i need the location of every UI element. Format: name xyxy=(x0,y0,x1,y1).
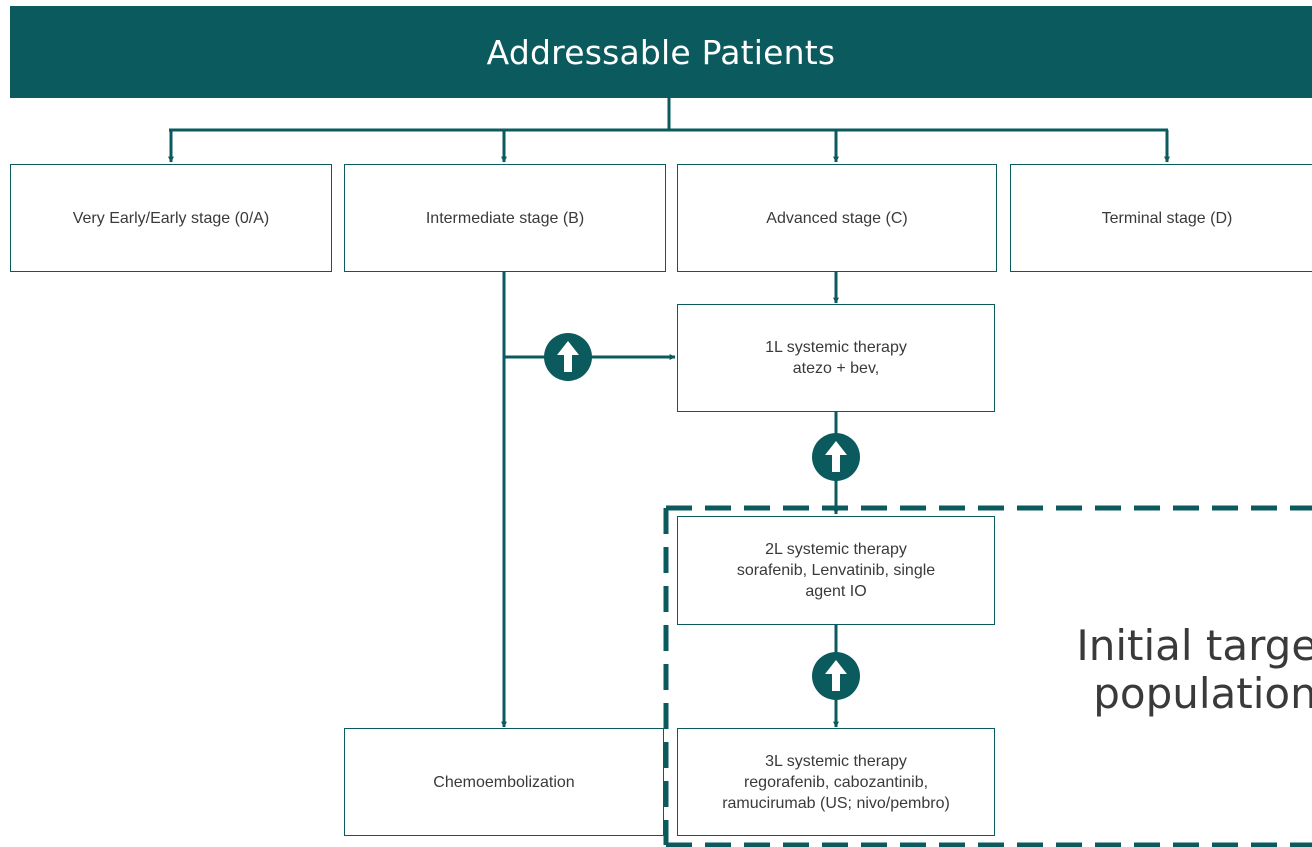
header-title: Addressable Patients xyxy=(486,32,836,72)
therapy-line-title: 3L systemic therapy xyxy=(765,752,907,770)
target-region-outline xyxy=(663,505,1312,847)
therapy-line-drugs: atezo + bev, xyxy=(792,360,880,377)
stage-label: Terminal stage (D) xyxy=(1101,209,1233,227)
chemo-label: Chemoembolization xyxy=(433,773,575,791)
stage-advanced-box: Advanced stage (C) xyxy=(677,164,997,272)
stage-label: Advanced stage (C) xyxy=(766,209,908,227)
target-line-1: Initial target xyxy=(1076,621,1312,670)
stage-very-early-box: Very Early/Early stage (0/A) xyxy=(10,164,332,272)
therapy-3l-box: 3L systemic therapy regorafenib, cabozan… xyxy=(677,728,995,836)
stage-label: Intermediate stage (B) xyxy=(425,209,585,227)
stage-label: Very Early/Early stage (0/A) xyxy=(72,209,270,227)
stage-intermediate-box: Intermediate stage (B) xyxy=(344,164,666,272)
therapy-line-drugs-cont: ramucirumab (US; nivo/pembro) xyxy=(722,794,950,812)
therapy-line-drugs: sorafenib, Lenvatinib, single xyxy=(736,562,936,579)
up-arrow-icon xyxy=(544,333,592,381)
chemoembolization-box: Chemoembolization xyxy=(344,728,664,836)
initial-target-label: Initial target population xyxy=(1040,622,1312,718)
stage-terminal-box: Terminal stage (D) xyxy=(1010,164,1312,272)
therapy-line-drugs-cont: agent IO xyxy=(805,583,867,600)
up-arrow-icon xyxy=(812,652,860,700)
therapy-line-title: 2L systemic therapy xyxy=(765,541,907,558)
header-banner: Addressable Patients xyxy=(10,6,1312,98)
therapy-1l-box: 1L systemic therapy atezo + bev, xyxy=(677,304,995,412)
target-line-2: population xyxy=(1093,669,1312,718)
therapy-line-title: 1L systemic therapy xyxy=(765,339,907,356)
therapy-line-drugs: regorafenib, cabozantinib, xyxy=(743,773,929,791)
up-arrow-icon xyxy=(812,433,860,481)
therapy-2l-box: 2L systemic therapy sorafenib, Lenvatini… xyxy=(677,516,995,625)
